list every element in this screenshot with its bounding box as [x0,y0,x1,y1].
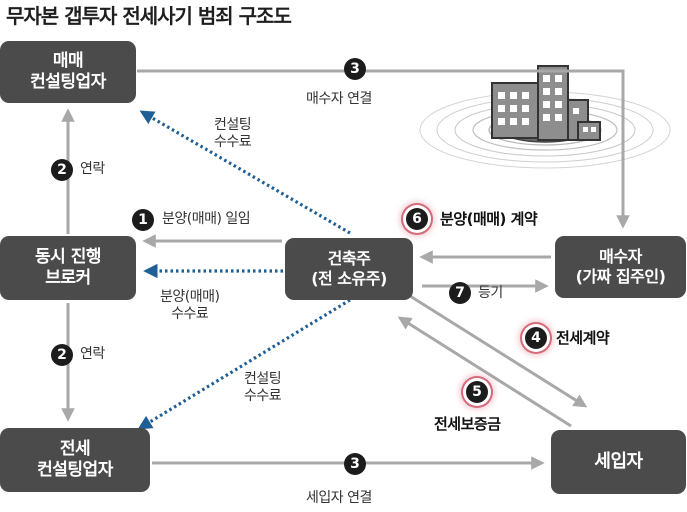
node-tenant: 세입자 [551,430,686,494]
step-badge-3b: 3 [344,453,366,475]
step-badge-5: 5 [466,381,488,403]
step-label-2b: 연락 [80,346,105,362]
step-badge-6: 6 [406,208,428,230]
step-label-3b: 세입자 연결 [306,490,372,506]
step-badge-1: 1 [132,209,154,231]
step-badge-2a: 2 [51,159,73,181]
arrow-builder-to-tenant [409,294,588,408]
step-badge-4: 4 [525,327,547,349]
step-label-5: 전세보증금 [434,415,501,433]
step-badge-2b: 2 [51,344,73,366]
step-label-4: 전세계약 [556,329,610,347]
step-label-7: 등기 [478,285,503,301]
step-badge-7: 7 [449,282,471,304]
arrow-consult-to-buyer [137,69,630,229]
step-label-1: 분양(매매) 일임 [162,211,251,227]
fee-arrow-bottom [137,298,351,430]
step-label-2a: 연락 [80,161,105,177]
node-buyer: 매수자(가짜 집주인) [555,236,686,298]
arrow-tenant-to-builder [397,316,572,428]
page-title: 무자본 갭투자 전세사기 범죄 구조도 [6,4,292,28]
step-badge-3a: 3 [344,58,366,80]
fee-label-mid: 분양(매매)수수료 [160,289,220,322]
building-icon [419,65,671,169]
node-builder: 건축주(전 소유주) [285,238,413,300]
step-label-6: 분양(매매) 계약 [440,210,538,228]
step-label-3a: 매수자 연결 [306,91,372,107]
fee-arrow-top [139,110,351,235]
